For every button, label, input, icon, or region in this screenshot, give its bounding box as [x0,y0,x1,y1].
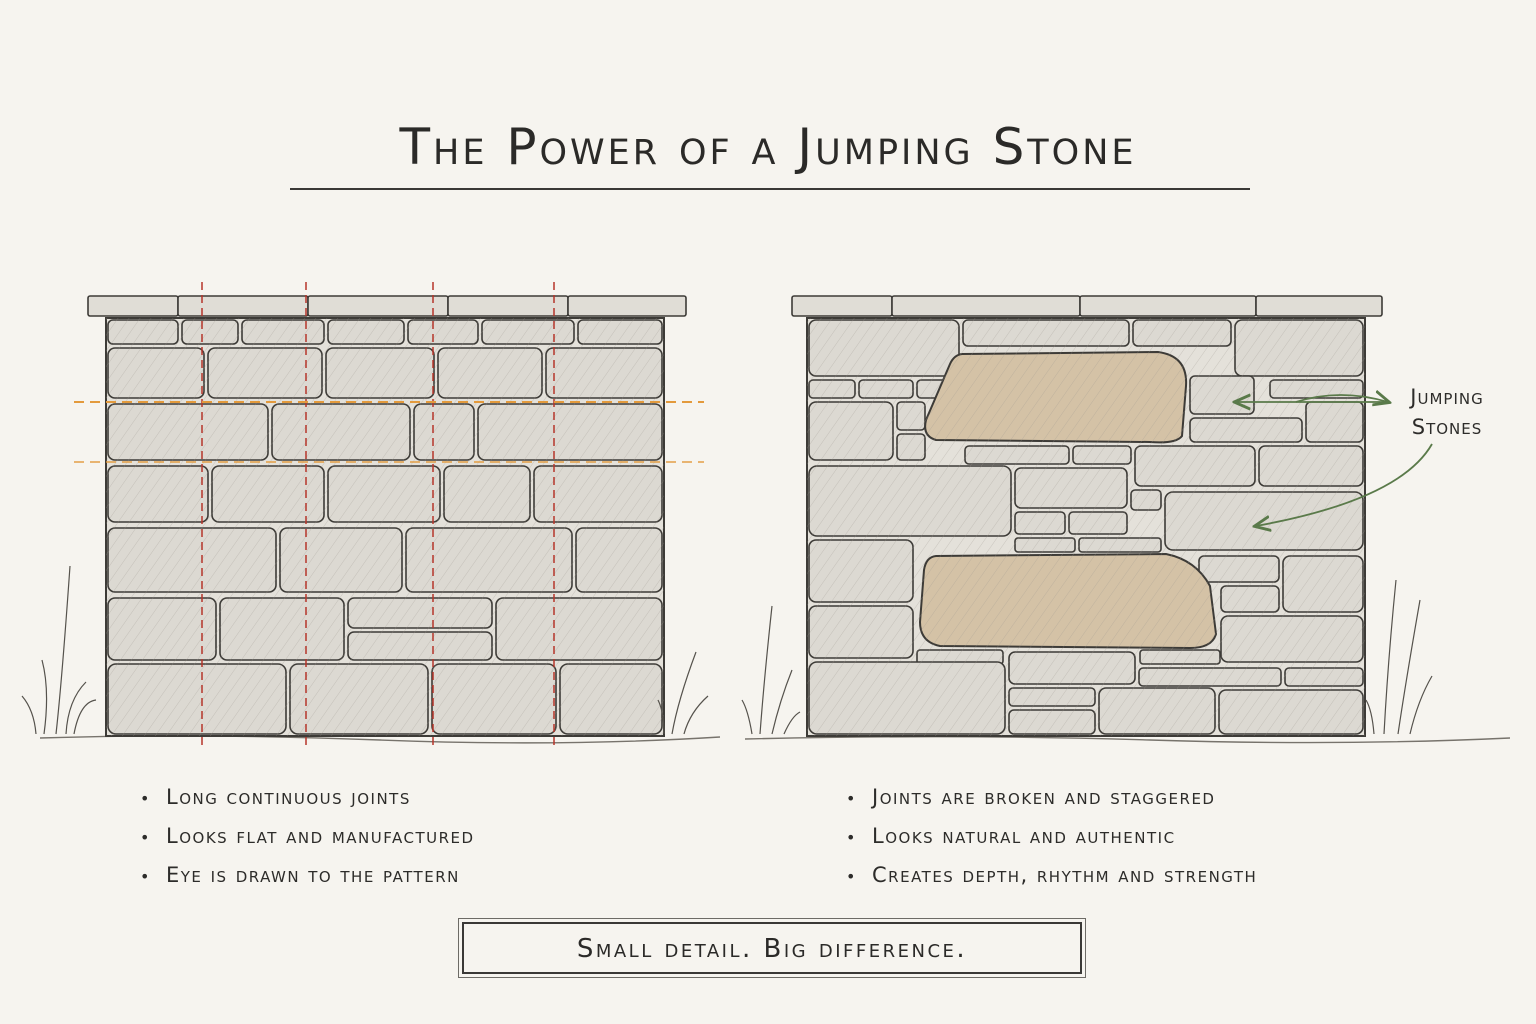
left-wall-observations: Long continuous joints Looks flat and ma… [140,778,475,895]
right-wall-jumping-stones [791,295,1383,737]
list-item: Looks flat and manufactured [140,817,475,856]
right-wall-coping [791,295,1383,317]
grass-tuft-icon [657,651,709,735]
tagline-box: Small detail. Big difference. [458,918,1086,978]
grass-tuft-icon [1365,579,1433,735]
arrow-icon [1295,395,1388,402]
title-underline [290,188,1250,190]
jumping-stones-callout [1236,395,1433,526]
list-item: Looks natural and authentic [846,817,1257,856]
list-item: Eye is drawn to the pattern [140,856,475,895]
list-item: Long continuous joints [140,778,475,817]
horizontal-joint-markers [74,401,704,463]
grass-tuft-icon [21,565,97,735]
page-title: The Power of a Jumping Stone [399,118,1137,176]
list-item: Joints are broken and staggered [846,778,1257,817]
jumping-stones-label: Jumping Stones [1410,385,1484,439]
left-wall-coping [87,295,687,317]
arrow-icon [1256,443,1433,526]
grass-tuft-icon [741,605,801,735]
list-item: Creates depth, rhythm and strength [846,856,1257,895]
right-ground-line [744,736,1511,744]
left-wall-uniform [87,295,687,737]
right-wall-observations: Joints are broken and staggered Looks na… [846,778,1257,895]
